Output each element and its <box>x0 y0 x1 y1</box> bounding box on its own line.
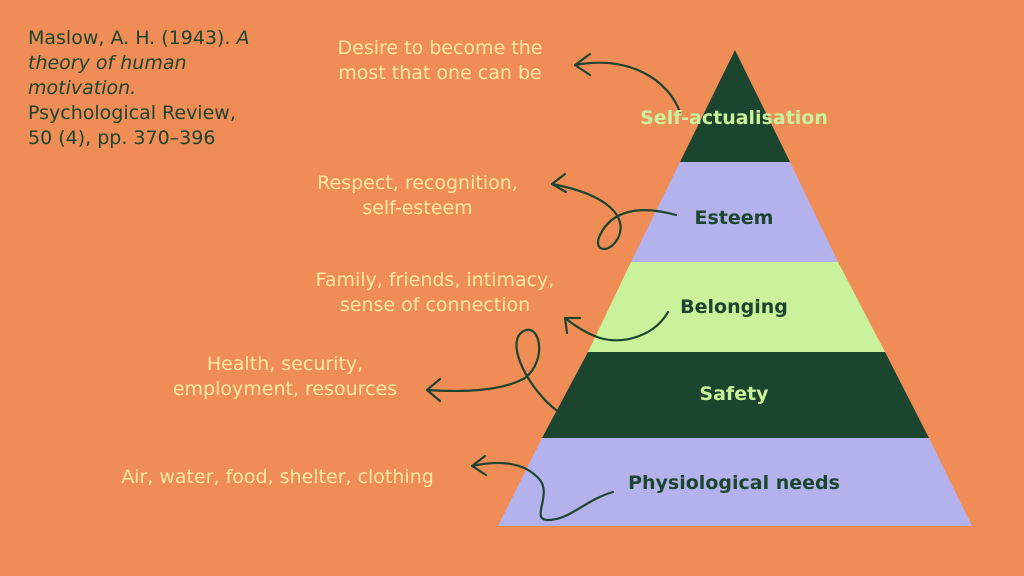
level-label-esteem: Esteem <box>695 207 774 229</box>
arrow-physiological <box>470 461 615 522</box>
description-line: self-esteem <box>362 197 473 219</box>
level-label-safety: Safety <box>699 383 769 405</box>
arrowhead-safety <box>425 377 442 403</box>
level-label-physiological: Physiological needs <box>628 472 840 494</box>
arrow-esteem <box>550 182 678 250</box>
description-physiological: Air, water, food, shelter, clothing <box>80 465 475 490</box>
arrow-self-actualisation <box>573 61 682 114</box>
citation-author: Maslow, A. H. <box>28 27 156 49</box>
arrow-safety <box>425 328 558 412</box>
description-line: Air, water, food, shelter, clothing <box>121 466 434 488</box>
description-line: Respect, recognition, <box>317 172 518 194</box>
description-safety: Health, security, employment, resources <box>140 352 430 402</box>
description-line: Family, friends, intimacy, <box>315 269 555 291</box>
pyramid-band-self-actualisation <box>680 50 790 162</box>
arrowhead-self-actualisation <box>573 52 592 77</box>
citation-block: Maslow, A. H. (1943). A theory of human … <box>28 26 258 151</box>
arrow-belonging <box>563 310 670 342</box>
arrowhead-physiological <box>470 454 488 477</box>
description-self-actualisation: Desire to become the most that one can b… <box>300 36 580 86</box>
citation-year: (1943). <box>161 27 231 49</box>
level-label-belonging: Belonging <box>680 296 788 318</box>
citation-journal: Psychological Review, 50 (4), pp. 370–39… <box>28 102 236 149</box>
arrowhead-belonging <box>563 316 582 335</box>
description-line: employment, resources <box>172 378 398 400</box>
description-line: Desire to become the <box>337 37 543 59</box>
pyramid-band-esteem <box>631 162 838 262</box>
description-line: most that one can be <box>338 62 542 84</box>
arrowhead-esteem <box>550 172 568 194</box>
pyramid-band-safety <box>542 352 929 438</box>
pyramid-band-physiological <box>498 438 972 526</box>
citation-title: A theory of human motivation. <box>28 27 250 99</box>
description-belonging: Family, friends, intimacy, sense of conn… <box>280 268 590 318</box>
description-esteem: Respect, recognition, self-esteem <box>280 171 555 221</box>
description-line: Health, security, <box>206 353 364 375</box>
level-label-self-actualisation: Self-actualisation <box>640 107 828 129</box>
description-line: sense of connection <box>339 294 531 316</box>
pyramid-band-belonging <box>588 262 885 352</box>
